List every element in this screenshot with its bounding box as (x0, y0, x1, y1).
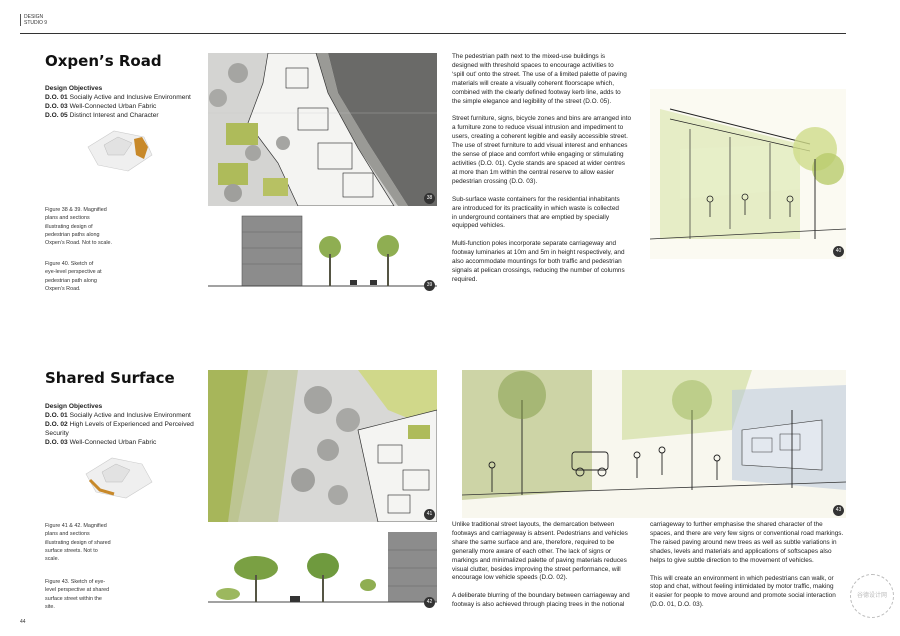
figure-41-plan: 41 (208, 370, 437, 522)
figure-40-sketch: 40 (650, 89, 846, 259)
section-title-shared-surface: Shared Surface (45, 369, 175, 387)
paragraph: This will create an environment in which… (650, 574, 836, 609)
design-objectives-2: Design Objectives D.O. 01 Socially Activ… (45, 402, 205, 447)
paragraph: Unlike traditional street layouts, the d… (452, 521, 628, 582)
design-objectives-1: Design Objectives D.O. 01 Socially Activ… (45, 84, 205, 120)
section-title-oxpens-road: Oxpen’s Road (45, 52, 162, 70)
paragraph: The pedestrian path next to the mixed-us… (452, 53, 627, 105)
figure-number-badge: 38 (424, 193, 435, 204)
objective-item: D.O. 01 Socially Active and Inclusive En… (45, 412, 191, 419)
header-rule (20, 33, 846, 34)
paragraph: Sub-surface waste containers for the res… (452, 195, 620, 230)
objectives-heading: Design Objectives (45, 85, 103, 92)
figure-number-badge: 40 (833, 246, 844, 257)
objective-item: D.O. 01 Socially Active and Inclusive En… (45, 94, 191, 101)
site-key-map (87, 130, 153, 172)
figure-number-badge: 42 (424, 597, 435, 608)
shared-surface-body-col2: carriageway to further emphasise the sha… (650, 521, 844, 619)
paragraph: A deliberate blurring of the boundary be… (452, 592, 630, 609)
header-line-1: DESIGN (24, 14, 44, 20)
shared-surface-body-col1: Unlike traditional street layouts, the d… (452, 521, 642, 619)
figure-number-badge: 39 (424, 280, 435, 291)
figure-number-badge: 41 (424, 509, 435, 520)
objective-item: Security (45, 430, 69, 437)
objective-item: D.O. 02 High Levels of Experienced and P… (45, 421, 194, 428)
figure-43-sketch: 43 (462, 370, 846, 518)
oxpens-road-body-text: The pedestrian path next to the mixed-us… (452, 53, 642, 294)
header-line-2: STUDIO 9 (24, 20, 48, 26)
page-number: 44 (20, 619, 26, 625)
page-header: DESIGN STUDIO 9 (20, 14, 47, 26)
figure-number-badge: 43 (833, 505, 844, 516)
watermark-logo: 谷德设计网 (850, 574, 894, 618)
figure-caption-43: Figure 43. Sketch of eye-level perspecti… (45, 579, 110, 610)
paragraph: carriageway to further emphasise the sha… (650, 521, 844, 564)
objectives-heading: Design Objectives (45, 403, 103, 410)
figure-39-section: 39 (208, 214, 437, 293)
objective-item: D.O. 03 Well-Connected Urban Fabric (45, 103, 157, 110)
site-key-map (85, 457, 153, 499)
paragraph: Multi-function poles incorporate separat… (452, 240, 625, 283)
figure-42-section: 42 (208, 530, 437, 610)
figure-38-plan: 38 (208, 53, 437, 206)
paragraph: Street furniture, signs, bicycle zones a… (452, 115, 632, 185)
objective-item: D.O. 03 Well-Connected Urban Fabric (45, 439, 157, 446)
objective-item: D.O. 05 Distinct Interest and Character (45, 112, 159, 119)
